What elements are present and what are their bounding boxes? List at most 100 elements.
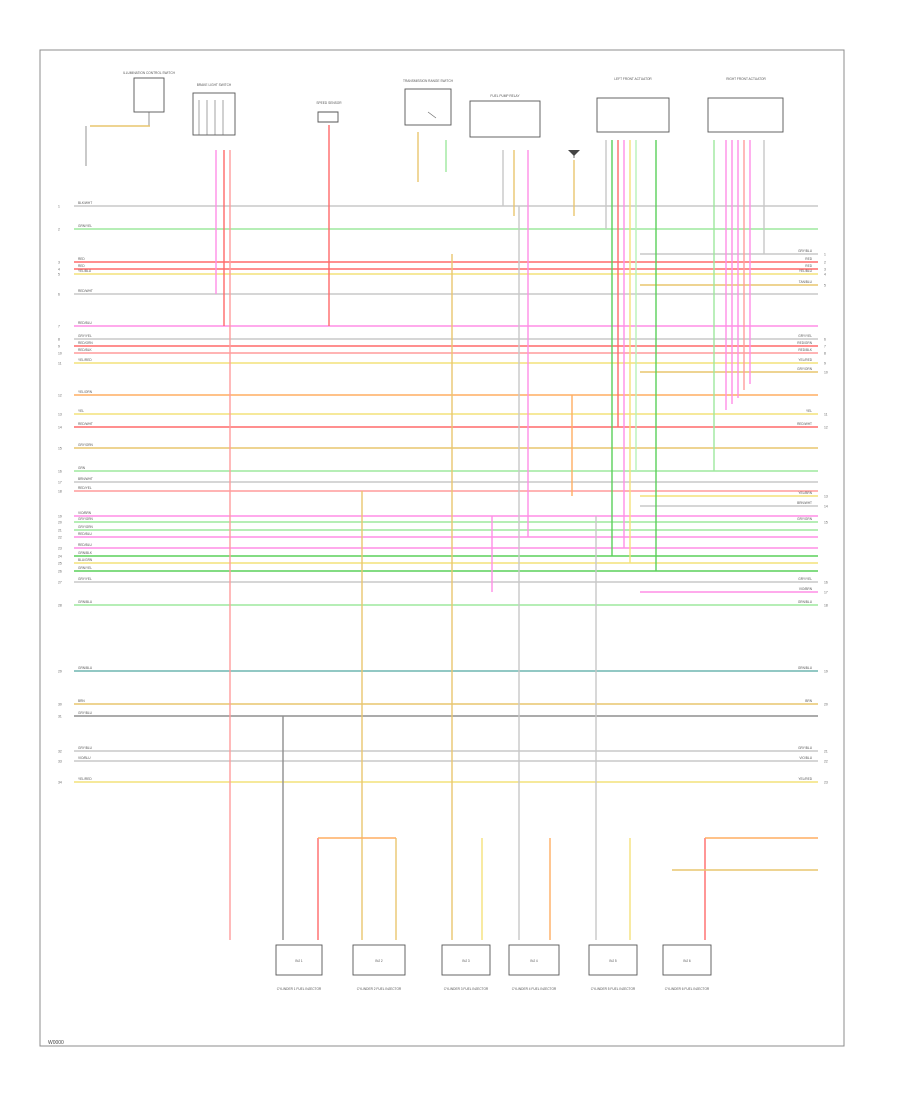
wire-label-left: BLK/WHT — [78, 201, 92, 205]
component-fuel-pump-relay: FUEL PUMP RELAY — [469, 94, 541, 138]
pin-right: 22 — [824, 760, 828, 764]
injector-label: INJ 6 — [683, 959, 691, 963]
wire-label-left: YEL — [78, 409, 84, 413]
component-label: SPEED SENSOR — [316, 101, 342, 105]
injector-label: INJ 1 — [295, 959, 303, 963]
wire-label-left: GRN/BLU — [78, 600, 93, 604]
wire-label-right: RED/WHT — [797, 422, 812, 426]
wire-label-right: BRN — [805, 699, 812, 703]
component-speed-sensor: SPEED SENSOR — [316, 101, 342, 123]
pin-left: 30 — [58, 703, 62, 707]
component-right-front-actuator: RIGHT FRONT ACTUATOR — [707, 77, 784, 133]
wire-label-left: GRY/GRN — [78, 525, 94, 529]
wire-label-left: GRN/BLK — [78, 551, 93, 555]
wire-label-left: RED/BLU — [78, 532, 93, 536]
wire-label-left: YEL/RED — [78, 358, 92, 362]
component-label: RIGHT FRONT ACTUATOR — [726, 77, 766, 81]
footer-code: W0000 — [48, 1040, 64, 1046]
wire-label-left: YEL/BLU — [78, 269, 92, 273]
component-label: LEFT FRONT ACTUATOR — [614, 77, 652, 81]
pin-right: 15 — [824, 521, 828, 525]
component-brake-light-switch: BRAKE LIGHT SWITCH — [192, 83, 236, 136]
wire-label-left: RED — [78, 264, 85, 268]
pin-right: 4 — [824, 273, 826, 277]
wire-label-right: YEL/RED — [798, 358, 812, 362]
wire-label-left: GRN/YEL — [78, 566, 92, 570]
injector-3: INJ 3 CYLINDER 3 FUEL INJECTOR — [441, 944, 491, 991]
pin-left: 7 — [58, 325, 60, 329]
pin-left: 10 — [58, 352, 62, 356]
wire-label-left: GRY/ORN — [78, 443, 94, 447]
wire-label-right: YEL/BRN — [798, 491, 812, 495]
component-transmission-range-switch: TRANSMISSION RANGE SWITCH — [403, 79, 454, 126]
wire-label-left: BRN/WHT — [78, 477, 93, 481]
diagram-frame — [39, 49, 845, 1047]
pin-right: 6 — [824, 338, 826, 342]
wire-label-left: RED/WHT — [78, 422, 93, 426]
wire-label-left: YEL/ORN — [78, 390, 93, 394]
injector-4: INJ 4 CYLINDER 4 FUEL INJECTOR — [508, 944, 560, 991]
wire-label-right: GRY/ORN — [797, 367, 813, 371]
wire-label-right: VIO/BRN — [799, 587, 813, 591]
pin-left: 15 — [58, 447, 62, 451]
wire-label-right: BRN/WHT — [797, 501, 812, 505]
wire-label-right: YEL/RED — [798, 777, 812, 781]
wire-label-left: RED/BLU — [78, 543, 93, 547]
pin-left: 3 — [58, 261, 60, 265]
wire-label-left: RED/BLK — [78, 348, 93, 352]
pin-left: 17 — [58, 481, 62, 485]
pin-right: 14 — [824, 505, 828, 509]
wire-label-left: VIO/BLU — [78, 756, 91, 760]
pin-right: 13 — [824, 495, 828, 499]
pin-right: 12 — [824, 426, 828, 430]
pin-right: 20 — [824, 703, 828, 707]
pin-right: 10 — [824, 371, 828, 375]
pin-left: 11 — [58, 362, 62, 366]
injector-label: INJ 5 — [609, 959, 617, 963]
wire-label-left: RED/YEL — [78, 486, 92, 490]
pin-right: 1 — [824, 253, 826, 257]
injector-name: CYLINDER 3 FUEL INJECTOR — [444, 987, 489, 991]
pin-left: 20 — [58, 521, 62, 525]
pin-right: 3 — [824, 268, 826, 272]
wire-label-left: RED/BLU — [78, 321, 93, 325]
wire-label-right: GRY/YEL — [798, 334, 812, 338]
wire-label-left: RED/WHT — [78, 289, 93, 293]
injector-6: INJ 6 CYLINDER 6 FUEL INJECTOR — [662, 944, 712, 991]
component-label: TRANSMISSION RANGE SWITCH — [403, 79, 454, 83]
pin-left: 25 — [58, 562, 62, 566]
pin-left: 26 — [58, 570, 62, 574]
pin-left: 5 — [58, 273, 60, 277]
pin-left: 32 — [58, 750, 62, 754]
pin-left: 19 — [58, 515, 62, 519]
wire-label-left: GRN — [78, 466, 86, 470]
pin-right: 17 — [824, 591, 828, 595]
ground-symbol — [568, 150, 580, 158]
pin-left: 33 — [58, 760, 62, 764]
wire-label-right: GRY/GRN — [797, 517, 813, 521]
injector-5: INJ 5 CYLINDER 5 FUEL INJECTOR — [588, 944, 638, 991]
wire-label-right: YEL — [806, 409, 812, 413]
pin-right: 9 — [824, 362, 826, 366]
wire-label-left: GRN/BLU — [78, 666, 93, 670]
pin-right: 19 — [824, 670, 828, 674]
pin-right: 11 — [824, 413, 828, 417]
injector-name: CYLINDER 5 FUEL INJECTOR — [591, 987, 636, 991]
injector-1: INJ 1 CYLINDER 1 FUEL INJECTOR — [275, 944, 323, 991]
wire-label-left: GRY/BLU — [78, 711, 93, 715]
wire-label-left: RED/GRN — [78, 341, 93, 345]
pin-left: 27 — [58, 581, 62, 585]
wire-label-right: RED — [805, 264, 812, 268]
pin-left: 13 — [58, 413, 62, 417]
wire-label-right: RED/GRN — [797, 341, 812, 345]
wire-label-right: YEL/BLU — [799, 269, 813, 273]
wire-label-right: GRY/YEL — [798, 577, 812, 581]
pin-left: 22 — [58, 536, 62, 540]
pin-left: 14 — [58, 426, 62, 430]
wire-label-left: YEL/RED — [78, 777, 92, 781]
injector-name: CYLINDER 4 FUEL INJECTOR — [512, 987, 557, 991]
wire-label-right: GRN/BLU — [798, 666, 813, 670]
pin-left: 16 — [58, 470, 62, 474]
component-label: ILLUMINATION CONTROL SWITCH — [123, 71, 176, 75]
horizontal-wires — [74, 205, 818, 783]
